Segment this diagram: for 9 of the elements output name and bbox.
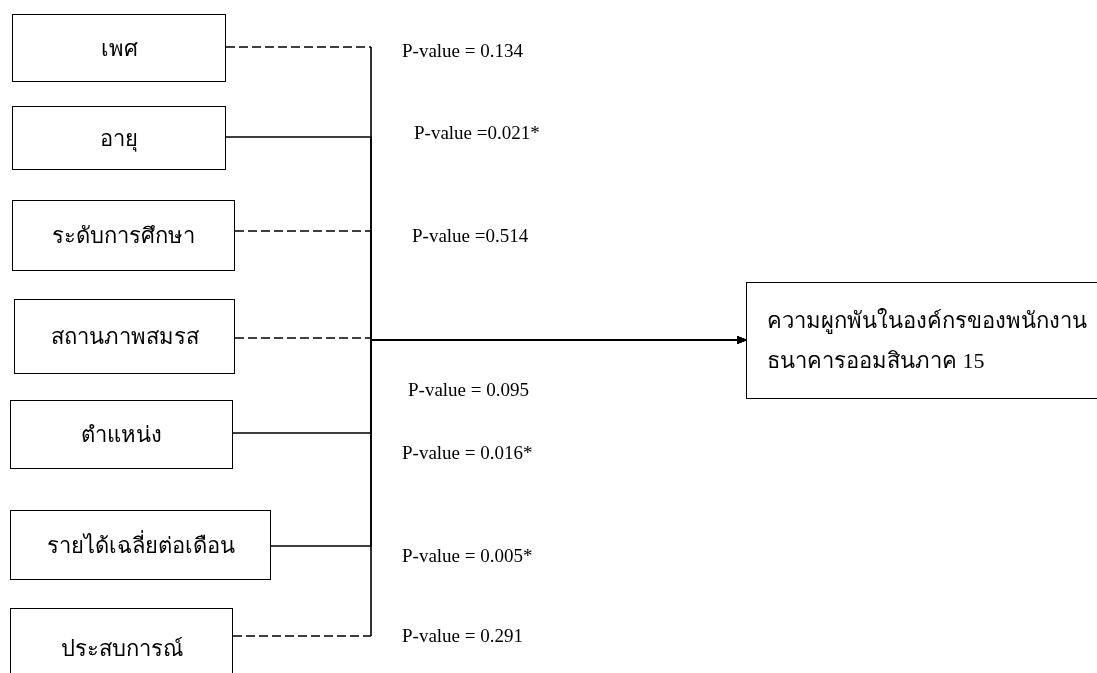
factor-box: รายได้เฉลี่ยต่อเดือน xyxy=(10,510,271,580)
factor-box: เพศ xyxy=(12,14,226,82)
factor-box: ประสบการณ์ xyxy=(10,608,233,673)
factor-box: ระดับการศึกษา xyxy=(12,200,235,271)
factor-box: ตำแหน่ง xyxy=(10,400,233,469)
factor-box: สถานภาพสมรส xyxy=(14,299,235,374)
outcome-box: ความผูกพันในองค์กรของพนักงานธนาคารออมสินภาค 15 xyxy=(746,282,1097,399)
factor-box: อายุ xyxy=(12,106,226,170)
arrow xyxy=(232,336,747,637)
